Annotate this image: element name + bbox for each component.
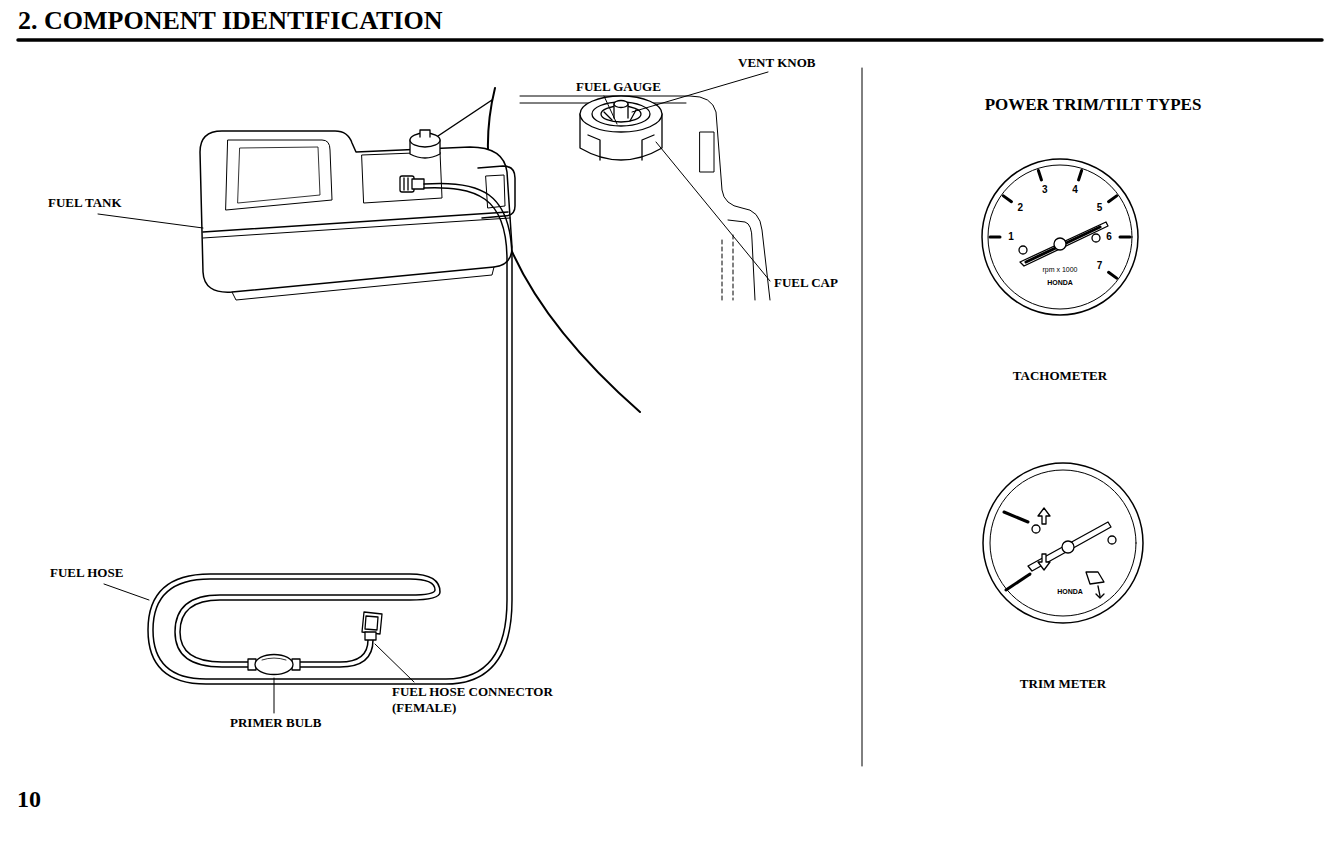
dial-tick xyxy=(1120,236,1130,239)
dial-number: 2 xyxy=(1018,202,1024,214)
instrument-label: TRIM METER xyxy=(1020,677,1106,692)
dial-number: 1 xyxy=(1008,231,1014,243)
leader-line xyxy=(98,72,770,713)
fuel-tank xyxy=(200,131,515,300)
primer-bulb xyxy=(248,655,300,675)
page-heading: 2. COMPONENT IDENTIFICATION xyxy=(18,6,442,36)
column-divider xyxy=(862,68,863,766)
part-label: FUEL HOSE CONNECTOR (FEMALE) xyxy=(392,684,592,717)
tachometer-dial xyxy=(982,159,1138,315)
dial-tick xyxy=(1003,196,1011,202)
hose-connector xyxy=(362,612,382,640)
fuel-cap-inset xyxy=(580,96,662,160)
dial-number: 7 xyxy=(1097,260,1103,272)
brand-logo: HONDA xyxy=(1057,588,1083,596)
dial-number: 3 xyxy=(1042,184,1048,196)
dial-tick xyxy=(1038,170,1041,180)
part-label: FUEL GAUGE xyxy=(576,80,661,95)
dial-tick xyxy=(990,236,1000,239)
dial-tick xyxy=(1109,196,1117,202)
part-label: PRIMER BULB xyxy=(230,716,321,731)
dial-number: 6 xyxy=(1106,231,1112,243)
dial-number: 5 xyxy=(1097,202,1103,214)
section-heading: POWER TRIM/TILT TYPES xyxy=(985,95,1202,115)
fuel-hose xyxy=(148,183,512,684)
page-number: 10 xyxy=(17,786,41,814)
trim-meter-dial xyxy=(983,463,1143,623)
inset-tank xyxy=(520,96,770,300)
instrument-label: TACHOMETER xyxy=(1013,369,1107,384)
part-label: FUEL HOSE xyxy=(50,566,123,581)
dial-tick xyxy=(1109,272,1117,278)
dial-tick xyxy=(1079,170,1082,180)
part-label: VENT KNOB xyxy=(738,56,815,71)
tank-cap xyxy=(410,130,440,158)
hose-fitting xyxy=(400,176,424,192)
zoom-line xyxy=(438,100,492,136)
dial-unit: rpm x 1000 xyxy=(1042,266,1077,274)
dial-number: 4 xyxy=(1072,184,1078,196)
part-label: FUEL TANK xyxy=(48,196,122,211)
heading-rule xyxy=(18,38,1322,42)
part-label: FUEL CAP xyxy=(774,276,838,291)
brand-logo: HONDA xyxy=(1047,279,1073,287)
